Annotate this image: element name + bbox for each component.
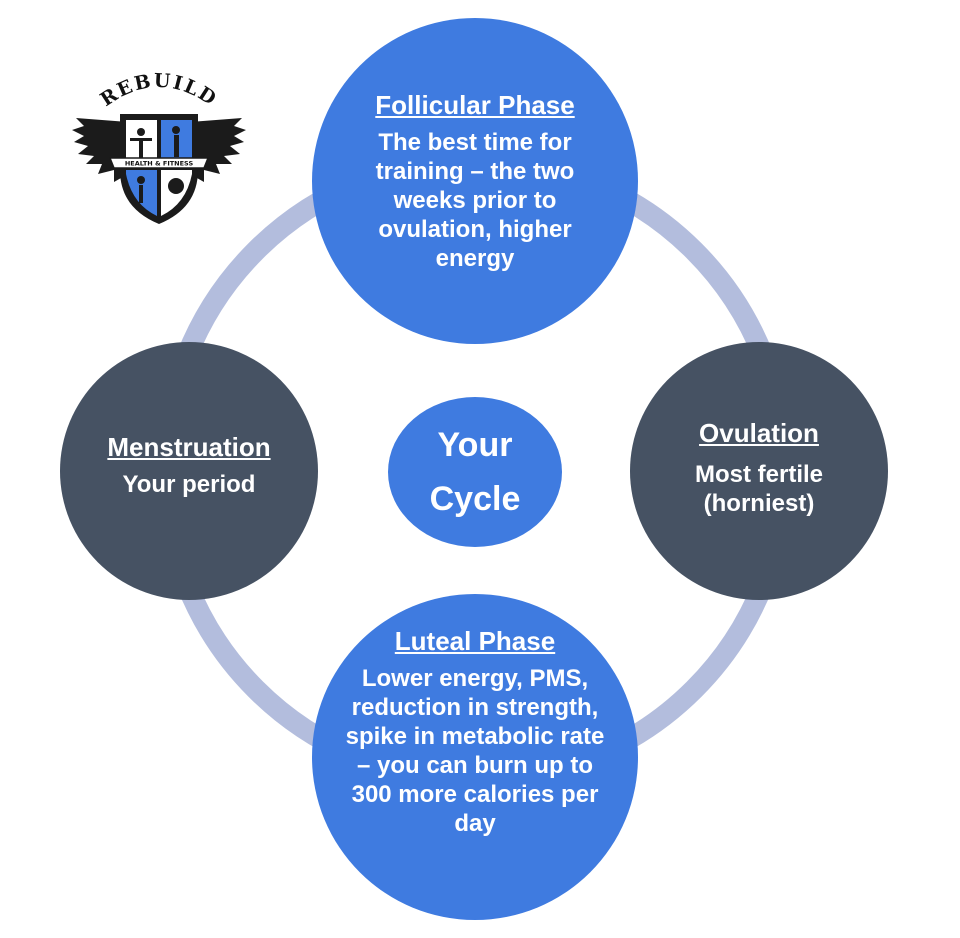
logo-brand-textpath: REBUILD <box>96 70 219 111</box>
ovulation-node: Ovulation Most fertile (horniest) <box>630 342 888 600</box>
follicular-phase-node: Follicular Phase The best time for train… <box>312 18 638 344</box>
rebuild-logo: HEALTH & FITNESS REBUILD <box>72 70 246 224</box>
logo-banner: HEALTH & FITNESS <box>108 157 210 169</box>
follicular-phase-title: Follicular Phase <box>375 90 575 120</box>
center-node: Your Cycle <box>388 397 562 547</box>
shield-icon <box>120 114 198 224</box>
luteal-phase-description: Lower energy, PMS, reduction in strength… <box>345 665 605 837</box>
menstruation-description: Your period <box>122 471 256 498</box>
luteal-phase-title: Luteal Phase <box>394 626 556 656</box>
menstruation-title: Menstruation <box>107 432 271 462</box>
logo-tagline: HEALTH & FITNESS <box>125 160 194 168</box>
center-label-line1: Your <box>437 426 513 464</box>
menstruation-node: Menstruation Your period <box>60 342 318 600</box>
logo-brand-text: REBUILD <box>96 70 221 111</box>
luteal-phase-node: Luteal Phase Lower energy, PMS, reductio… <box>312 594 638 920</box>
ovulation-title: Ovulation <box>699 418 819 448</box>
ovulation-description: Most fertile (horniest) <box>694 461 823 517</box>
center-label-line2: Cycle <box>429 480 521 518</box>
follicular-phase-description: The best time for training – the two wee… <box>375 129 575 272</box>
right-wing-icon <box>190 118 246 182</box>
left-wing-icon <box>72 118 128 182</box>
